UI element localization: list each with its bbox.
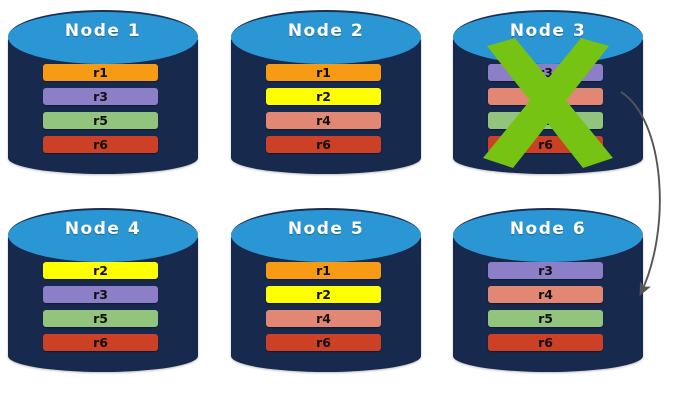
record-bar[interactable]: r5 bbox=[488, 112, 603, 129]
record-bar[interactable]: r6 bbox=[266, 334, 381, 351]
node-5[interactable]: Node 5 r1 r2 r4 r6 bbox=[231, 206, 421, 381]
record-bar[interactable]: r4 bbox=[266, 112, 381, 129]
cylinder-top bbox=[231, 10, 421, 64]
cylinder-top bbox=[453, 10, 643, 64]
record-list: r1 r2 r4 r6 bbox=[266, 64, 386, 153]
record-bar[interactable]: r6 bbox=[43, 334, 158, 351]
record-bar[interactable]: r5 bbox=[43, 112, 158, 129]
node-3[interactable]: Node 3 r3 r4 r5 r6 bbox=[453, 8, 643, 183]
record-bar[interactable]: r4 bbox=[266, 310, 381, 327]
node-1[interactable]: Node 1 r1 r3 r5 r6 bbox=[8, 8, 198, 183]
record-list: r1 r3 r5 r6 bbox=[43, 64, 163, 153]
record-bar[interactable]: r5 bbox=[43, 310, 158, 327]
node-4[interactable]: Node 4 r2 r3 r5 r6 bbox=[8, 206, 198, 381]
record-bar[interactable]: r2 bbox=[266, 286, 381, 303]
node-2[interactable]: Node 2 r1 r2 r4 r6 bbox=[231, 8, 421, 183]
record-bar[interactable]: r1 bbox=[43, 64, 158, 81]
cylinder-top bbox=[231, 208, 421, 262]
record-list: r3 r4 r5 r6 bbox=[488, 262, 608, 351]
record-bar[interactable]: r6 bbox=[488, 334, 603, 351]
record-bar[interactable]: r3 bbox=[43, 286, 158, 303]
record-bar[interactable]: r4 bbox=[488, 88, 603, 105]
record-bar[interactable]: r2 bbox=[43, 262, 158, 279]
record-list: r1 r2 r4 r6 bbox=[266, 262, 386, 351]
cylinder-top bbox=[8, 10, 198, 64]
node-6[interactable]: Node 6 r3 r4 r5 r6 bbox=[453, 206, 643, 381]
record-bar[interactable]: r4 bbox=[488, 286, 603, 303]
record-list: r2 r3 r5 r6 bbox=[43, 262, 163, 351]
record-bar[interactable]: r3 bbox=[488, 262, 603, 279]
cylinder-top bbox=[453, 208, 643, 262]
record-bar[interactable]: r1 bbox=[266, 262, 381, 279]
record-bar[interactable]: r2 bbox=[266, 88, 381, 105]
record-bar[interactable]: r5 bbox=[488, 310, 603, 327]
record-bar[interactable]: r6 bbox=[43, 136, 158, 153]
record-bar[interactable]: r3 bbox=[43, 88, 158, 105]
record-bar[interactable]: r1 bbox=[266, 64, 381, 81]
cylinder-top bbox=[8, 208, 198, 262]
record-bar[interactable]: r3 bbox=[488, 64, 603, 81]
record-bar[interactable]: r6 bbox=[266, 136, 381, 153]
record-list: r3 r4 r5 r6 bbox=[488, 64, 608, 153]
record-bar[interactable]: r6 bbox=[488, 136, 603, 153]
